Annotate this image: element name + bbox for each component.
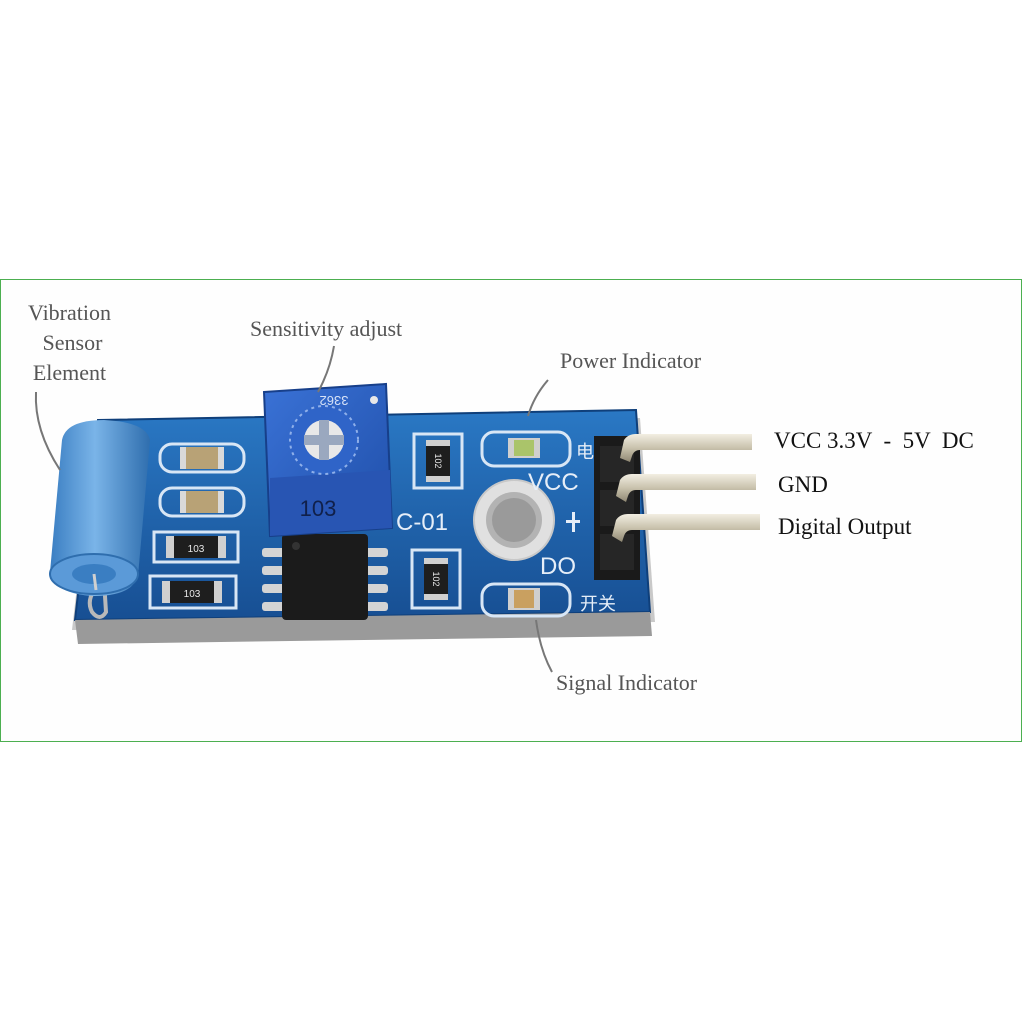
- resistor-a-code: 103: [188, 544, 205, 555]
- silk-power-cn: 电: [576, 442, 594, 462]
- resistor-c-code: 102: [433, 453, 443, 468]
- vibration-label-line-1: Vibration: [28, 300, 111, 325]
- vcc-pin-label: VCC 3.3V - 5V DC: [774, 428, 974, 453]
- capacitors: [180, 447, 224, 513]
- leader-vibration: [34, 391, 61, 471]
- vibration-sensor-label: Vibration Sensor Element: [28, 298, 111, 388]
- resistor-left-top: 103: [152, 530, 240, 564]
- pot-value-code: 103: [300, 496, 337, 521]
- comparator-ic: [262, 534, 388, 620]
- power-led: [480, 430, 572, 468]
- signal-indicator-label: Signal Indicator: [556, 670, 698, 695]
- power-indicator-label: Power Indicator: [560, 348, 702, 373]
- silk-do: DO: [540, 553, 576, 580]
- vibration-sensor-element: [49, 420, 150, 619]
- callout-leaders: [34, 345, 553, 673]
- silk-switch: 开关: [580, 594, 616, 614]
- silk-vcc: VCC: [528, 469, 579, 496]
- vibration-label-line-2: Sensor: [42, 330, 103, 355]
- resistor-right-bottom: 102: [410, 548, 462, 610]
- potentiometer: 3362 103: [262, 382, 394, 538]
- header-pins: [612, 434, 760, 542]
- mounting-hole: [473, 479, 555, 561]
- leader-signal: [535, 619, 553, 673]
- digital-output-pin-label: Digital Output: [778, 514, 912, 539]
- sensitivity-adjust-label: Sensitivity adjust: [250, 316, 403, 341]
- resistor-d-code: 102: [431, 571, 441, 586]
- resistor-left-bottom: 103: [148, 574, 238, 610]
- vibration-label-line-3: Element: [32, 360, 107, 385]
- gnd-pin-label: GND: [778, 472, 828, 497]
- leader-sensitivity: [317, 345, 335, 393]
- resistor-b-code: 103: [184, 589, 201, 600]
- leader-power: [527, 379, 549, 417]
- capacitor-pads: [158, 442, 246, 518]
- signal-led: [480, 582, 572, 618]
- silk-model: C-01: [396, 509, 448, 536]
- pin-header: [594, 436, 640, 580]
- silkscreen: 电 VCC C-01 DO 开关: [396, 442, 616, 614]
- resistor-right-top: 102: [412, 432, 464, 490]
- pot-top-code: 3362: [320, 393, 349, 408]
